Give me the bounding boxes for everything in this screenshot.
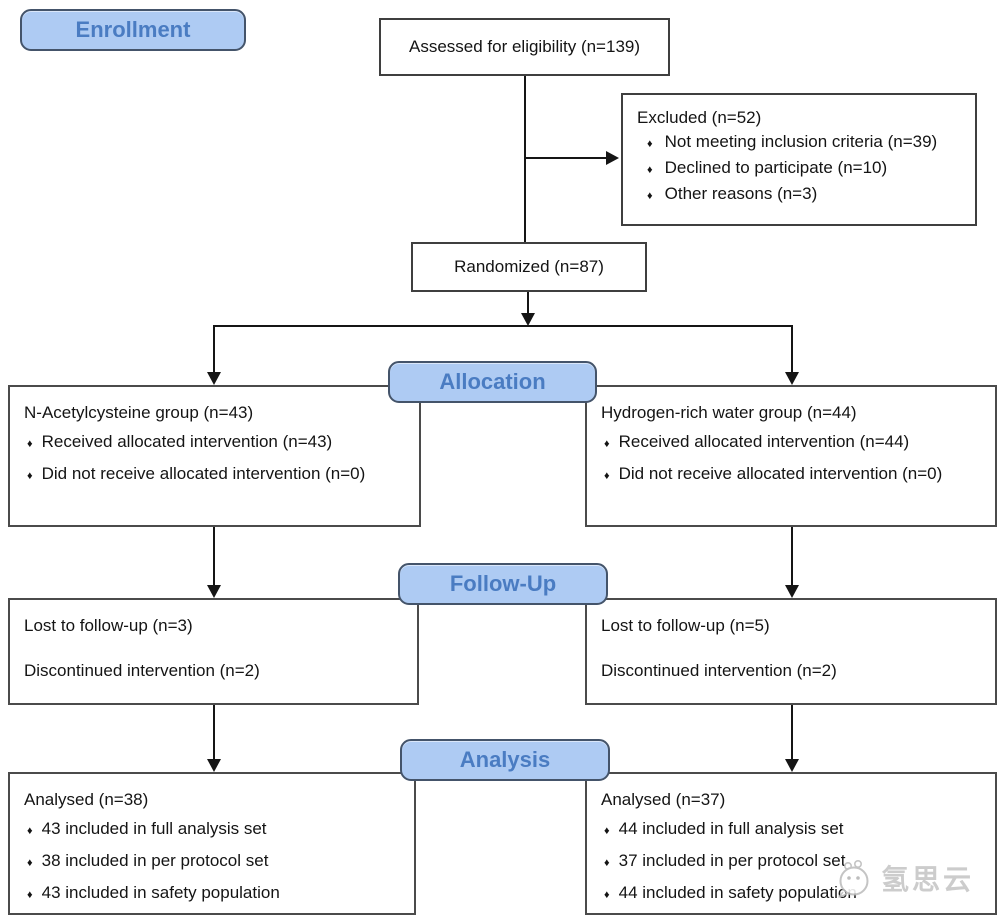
assessed-eligibility-box: Assessed for eligibility (n=139) bbox=[379, 18, 670, 76]
allocation-right-box: Hydrogen-rich water group (n=44) ♦ Recei… bbox=[585, 385, 997, 527]
arrowhead-alloc-left bbox=[207, 372, 221, 385]
analysis-left-title: Analysed (n=38) bbox=[24, 790, 149, 809]
connector-followup-to-analysis-left bbox=[213, 705, 215, 760]
analysis-right-bullet-3: ♦ 44 included in safety population bbox=[601, 878, 983, 910]
followup-right-line-2: Discontinued intervention (n=2) bbox=[601, 661, 837, 680]
arrowhead-followup-left bbox=[207, 585, 221, 598]
excluded-bullet-3: ♦ Other reasons (n=3) bbox=[637, 182, 963, 208]
arrowhead-alloc-right bbox=[785, 372, 799, 385]
allocation-right-title: Hydrogen-rich water group (n=44) bbox=[601, 403, 857, 422]
stage-pill-allocation: Allocation bbox=[388, 361, 597, 403]
stage-pill-enrollment: Enrollment bbox=[20, 9, 246, 51]
assessed-eligibility-text: Assessed for eligibility (n=139) bbox=[408, 37, 641, 56]
connector-alloc-to-followup-right bbox=[791, 527, 793, 586]
allocation-right-bullet-1: ♦ Received allocated intervention (n=44) bbox=[601, 427, 983, 459]
analysis-left-box: Analysed (n=38) ♦ 43 included in full an… bbox=[8, 772, 416, 915]
followup-right-box: Lost to follow-up (n=5) Discontinued int… bbox=[585, 598, 997, 705]
analysis-left-bullet-2: ♦ 38 included in per protocol set bbox=[24, 846, 402, 878]
bullet-diamond-icon: ♦ bbox=[27, 825, 33, 837]
analysis-right-box: Analysed (n=37) ♦ 44 included in full an… bbox=[585, 772, 997, 915]
arrowhead-analysis-right bbox=[785, 759, 799, 772]
allocation-left-title: N-Acetylcysteine group (n=43) bbox=[24, 403, 254, 422]
bullet-diamond-icon: ♦ bbox=[647, 164, 653, 176]
connector-split-horizontal bbox=[213, 325, 793, 327]
randomized-text: Randomized (n=87) bbox=[454, 257, 604, 276]
randomized-box: Randomized (n=87) bbox=[411, 242, 647, 292]
allocation-right-bullet-2: ♦ Did not receive allocated intervention… bbox=[601, 459, 983, 491]
followup-left-box: Lost to follow-up (n=3) Discontinued int… bbox=[8, 598, 419, 705]
excluded-box: Excluded (n=52) ♦ Not meeting inclusion … bbox=[621, 93, 977, 226]
analysis-left-bullet-1: ♦ 43 included in full analysis set bbox=[24, 814, 402, 846]
bullet-diamond-icon: ♦ bbox=[604, 889, 610, 901]
bullet-diamond-icon: ♦ bbox=[27, 857, 33, 869]
bullet-diamond-icon: ♦ bbox=[604, 438, 610, 450]
bullet-diamond-icon: ♦ bbox=[27, 889, 33, 901]
arrowhead-excluded bbox=[606, 151, 619, 165]
excluded-bullet-2: ♦ Declined to participate (n=10) bbox=[637, 156, 963, 182]
connector-assessed-to-randomized bbox=[524, 76, 526, 242]
connector-split-right bbox=[791, 325, 793, 373]
analysis-left-bullet-3: ♦ 43 included in safety population bbox=[24, 878, 402, 910]
bullet-diamond-icon: ♦ bbox=[27, 470, 33, 482]
bullet-diamond-icon: ♦ bbox=[604, 857, 610, 869]
stage-label-allocation: Allocation bbox=[439, 369, 546, 394]
connector-branch-to-excluded bbox=[525, 157, 607, 159]
arrowhead-analysis-left bbox=[207, 759, 221, 772]
stage-pill-analysis: Analysis bbox=[400, 739, 610, 781]
allocation-left-box: N-Acetylcysteine group (n=43) ♦ Received… bbox=[8, 385, 421, 527]
bullet-diamond-icon: ♦ bbox=[647, 138, 653, 150]
analysis-right-bullet-2: ♦ 37 included in per protocol set bbox=[601, 846, 983, 878]
connector-randomized-to-split bbox=[527, 292, 529, 315]
connector-split-left bbox=[213, 325, 215, 373]
analysis-right-bullet-1: ♦ 44 included in full analysis set bbox=[601, 814, 983, 846]
bullet-diamond-icon: ♦ bbox=[604, 825, 610, 837]
followup-right-line-1: Lost to follow-up (n=5) bbox=[601, 616, 770, 635]
arrowhead-split bbox=[521, 313, 535, 326]
bullet-diamond-icon: ♦ bbox=[27, 438, 33, 450]
stage-label-enrollment: Enrollment bbox=[75, 17, 191, 42]
bullet-diamond-icon: ♦ bbox=[647, 190, 653, 202]
allocation-left-bullet-2: ♦ Did not receive allocated intervention… bbox=[24, 459, 407, 491]
stage-pill-followup: Follow-Up bbox=[398, 563, 608, 605]
followup-left-line-2: Discontinued intervention (n=2) bbox=[24, 661, 260, 680]
connector-alloc-to-followup-left bbox=[213, 527, 215, 586]
analysis-right-title: Analysed (n=37) bbox=[601, 790, 726, 809]
bullet-diamond-icon: ♦ bbox=[604, 470, 610, 482]
allocation-left-bullet-1: ♦ Received allocated intervention (n=43) bbox=[24, 427, 407, 459]
stage-label-analysis: Analysis bbox=[459, 747, 551, 772]
stage-label-followup: Follow-Up bbox=[449, 571, 557, 596]
connector-followup-to-analysis-right bbox=[791, 705, 793, 760]
excluded-bullet-1: ♦ Not meeting inclusion criteria (n=39) bbox=[637, 130, 963, 156]
arrowhead-followup-right bbox=[785, 585, 799, 598]
excluded-title: Excluded (n=52) bbox=[637, 108, 762, 127]
followup-left-line-1: Lost to follow-up (n=3) bbox=[24, 616, 193, 635]
